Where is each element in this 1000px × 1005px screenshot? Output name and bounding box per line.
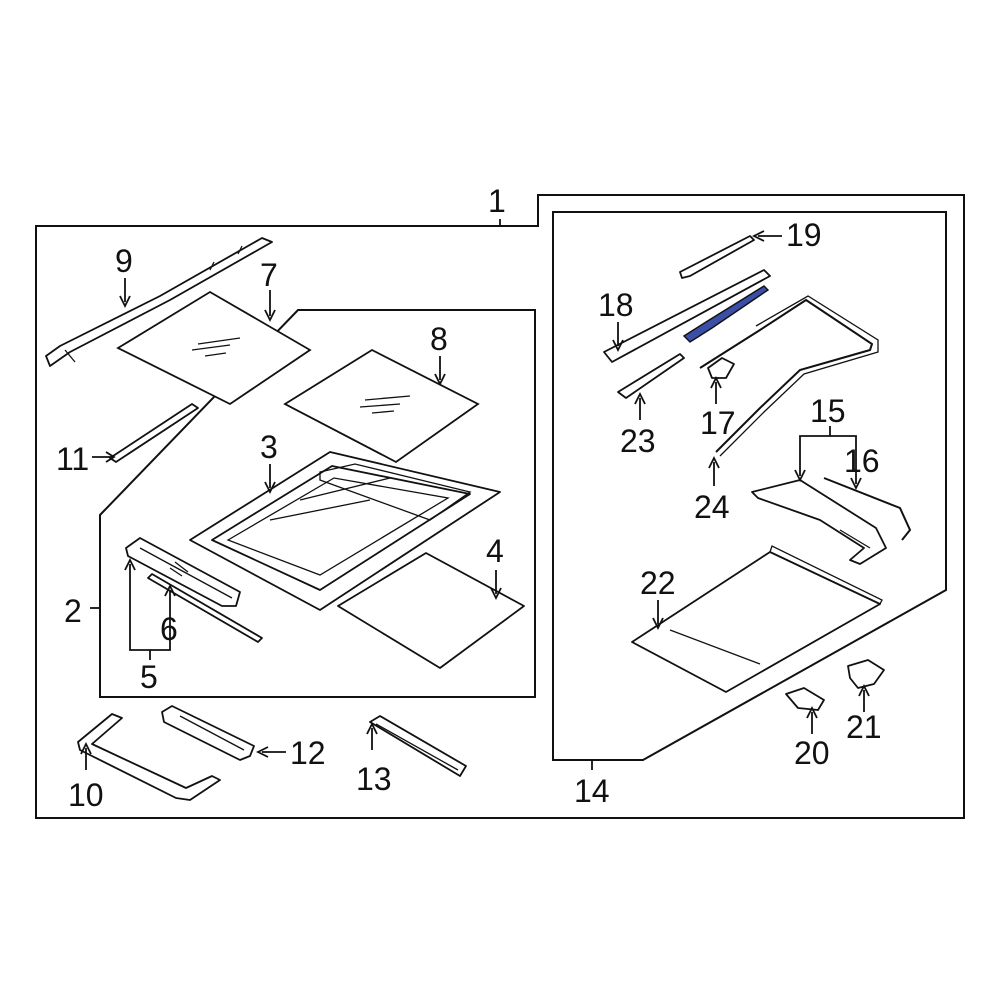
callout-11-arrow	[92, 451, 116, 463]
callout-8-arrow	[434, 356, 446, 387]
callout-24-arrow	[708, 455, 720, 486]
callout-20: 20	[794, 735, 830, 771]
callout-7-arrow	[264, 290, 276, 323]
part-13-trim[interactable]	[369, 715, 467, 777]
callout-13: 13	[356, 761, 392, 797]
part-4-panel[interactable]	[337, 552, 525, 669]
part-5-deflector[interactable]	[125, 537, 241, 607]
callout-23: 23	[620, 423, 656, 459]
callout-13-arrow	[366, 721, 378, 750]
part-23-cable[interactable]	[617, 353, 685, 399]
callout-5-bracket	[124, 557, 171, 660]
callout-10-arrow	[80, 741, 92, 770]
callout-17-arrow	[710, 375, 722, 404]
callout-5: 5	[140, 659, 158, 695]
part-7-glass[interactable]	[116, 290, 312, 406]
callout-18-arrow	[612, 322, 624, 353]
part-19-rail[interactable]	[679, 235, 755, 279]
callout-17: 17	[700, 405, 736, 441]
callout-10: 10	[68, 777, 104, 813]
group-14-frame	[552, 211, 947, 761]
part-18-guide[interactable]	[603, 269, 771, 363]
callout-6-arrow	[164, 583, 176, 612]
callout-21: 21	[846, 709, 882, 745]
callout-9-arrow	[119, 278, 131, 309]
callout-1: 1	[488, 183, 506, 219]
part-15-motor-cable[interactable]	[751, 479, 887, 565]
callout-6: 6	[160, 611, 178, 647]
callout-19: 19	[786, 217, 822, 253]
callout-4: 4	[486, 533, 504, 569]
callout-15: 15	[810, 393, 846, 429]
callout-12: 12	[290, 735, 326, 771]
part-highlight-cable[interactable]	[682, 285, 770, 343]
callout-21-arrow	[858, 683, 870, 712]
part-24-track[interactable]	[699, 295, 879, 457]
callout-9: 9	[115, 243, 133, 279]
callout-19-arrow	[751, 230, 782, 242]
callout-2: 2	[64, 593, 82, 629]
callout-4-arrow	[490, 570, 502, 601]
callout-12-arrow	[255, 746, 286, 758]
part-10-drain[interactable]	[77, 713, 221, 801]
callout-3-arrow	[264, 464, 276, 495]
part-22-sunshade[interactable]	[631, 545, 883, 693]
part-9-molding[interactable]	[45, 237, 273, 367]
part-3-frame[interactable]	[189, 451, 501, 611]
callout-14: 14	[574, 773, 610, 809]
callout-23-arrow	[634, 391, 646, 420]
outer-frame	[35, 194, 965, 819]
callout-3: 3	[260, 429, 278, 465]
callout-20-arrow	[806, 705, 818, 734]
part-6-seal[interactable]	[147, 573, 263, 643]
part-8-glass[interactable]	[283, 348, 480, 464]
part-20-clip[interactable]	[785, 687, 825, 711]
callout-11: 11	[56, 441, 89, 477]
part-21-bracket[interactable]	[847, 659, 885, 689]
part-17-clip[interactable]	[707, 357, 735, 379]
callout-16: 16	[844, 443, 880, 479]
part-16-cable[interactable]	[823, 477, 912, 541]
callout-22-arrow	[652, 600, 664, 631]
callout-24: 24	[694, 489, 730, 525]
callout-22: 22	[640, 565, 676, 601]
callout-8: 8	[430, 321, 448, 357]
callout-15-bracket	[794, 426, 862, 491]
part-11-seal[interactable]	[109, 403, 199, 463]
part-12-bracket[interactable]	[161, 705, 255, 761]
callout-7: 7	[260, 257, 278, 293]
callout-18: 18	[598, 287, 634, 323]
